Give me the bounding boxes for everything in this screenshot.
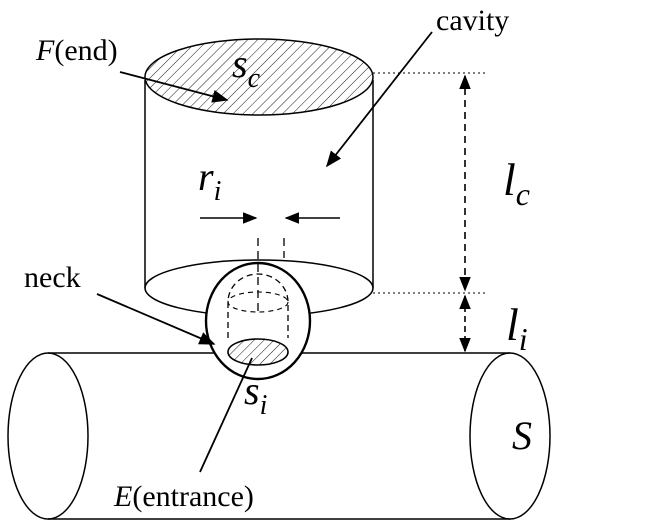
cavity-pointer — [326, 31, 433, 168]
main-pipe — [7, 352, 551, 520]
E-symbol: E — [113, 480, 132, 513]
entrance-label: E(entrance) — [113, 480, 254, 513]
entrance-pointer — [199, 357, 253, 473]
cavity-label: cavity — [436, 4, 509, 37]
neck-shape — [204, 238, 312, 381]
pipe-S-label: S — [512, 413, 532, 458]
F-symbol: F — [35, 34, 55, 67]
sc-label: sc — [232, 41, 261, 94]
neck-inner-dashed-cap — [227, 273, 289, 338]
ri-label: ri — [198, 154, 221, 207]
pipe-right-end — [469, 352, 551, 520]
dimension-guides — [373, 72, 487, 353]
si-subscript: i — [260, 390, 268, 421]
entrance-hatch — [227, 338, 289, 366]
li-l: l — [506, 299, 519, 350]
cavity-top-ellipse — [144, 38, 374, 116]
pointer-arrows — [96, 31, 433, 473]
ri-r: r — [198, 154, 214, 199]
sc-subscript: c — [248, 63, 261, 94]
neck-label: neck — [24, 261, 81, 294]
neck-pointer — [96, 293, 216, 345]
end-word: (end) — [54, 34, 117, 67]
li-label: li — [506, 299, 528, 357]
lc-label: lc — [503, 154, 530, 212]
end-pointer — [119, 71, 229, 103]
pipe-left-end — [7, 352, 89, 520]
sc-s: s — [232, 41, 248, 86]
ri-subscript: i — [214, 176, 222, 207]
end-label: F(end) — [35, 34, 118, 67]
lc-subscript: c — [516, 176, 530, 212]
entrance-word: (entrance) — [132, 480, 254, 513]
si-s: s — [244, 368, 260, 413]
si-label: si — [244, 368, 267, 421]
lc-l: l — [503, 154, 516, 205]
li-subscript: i — [519, 321, 528, 357]
